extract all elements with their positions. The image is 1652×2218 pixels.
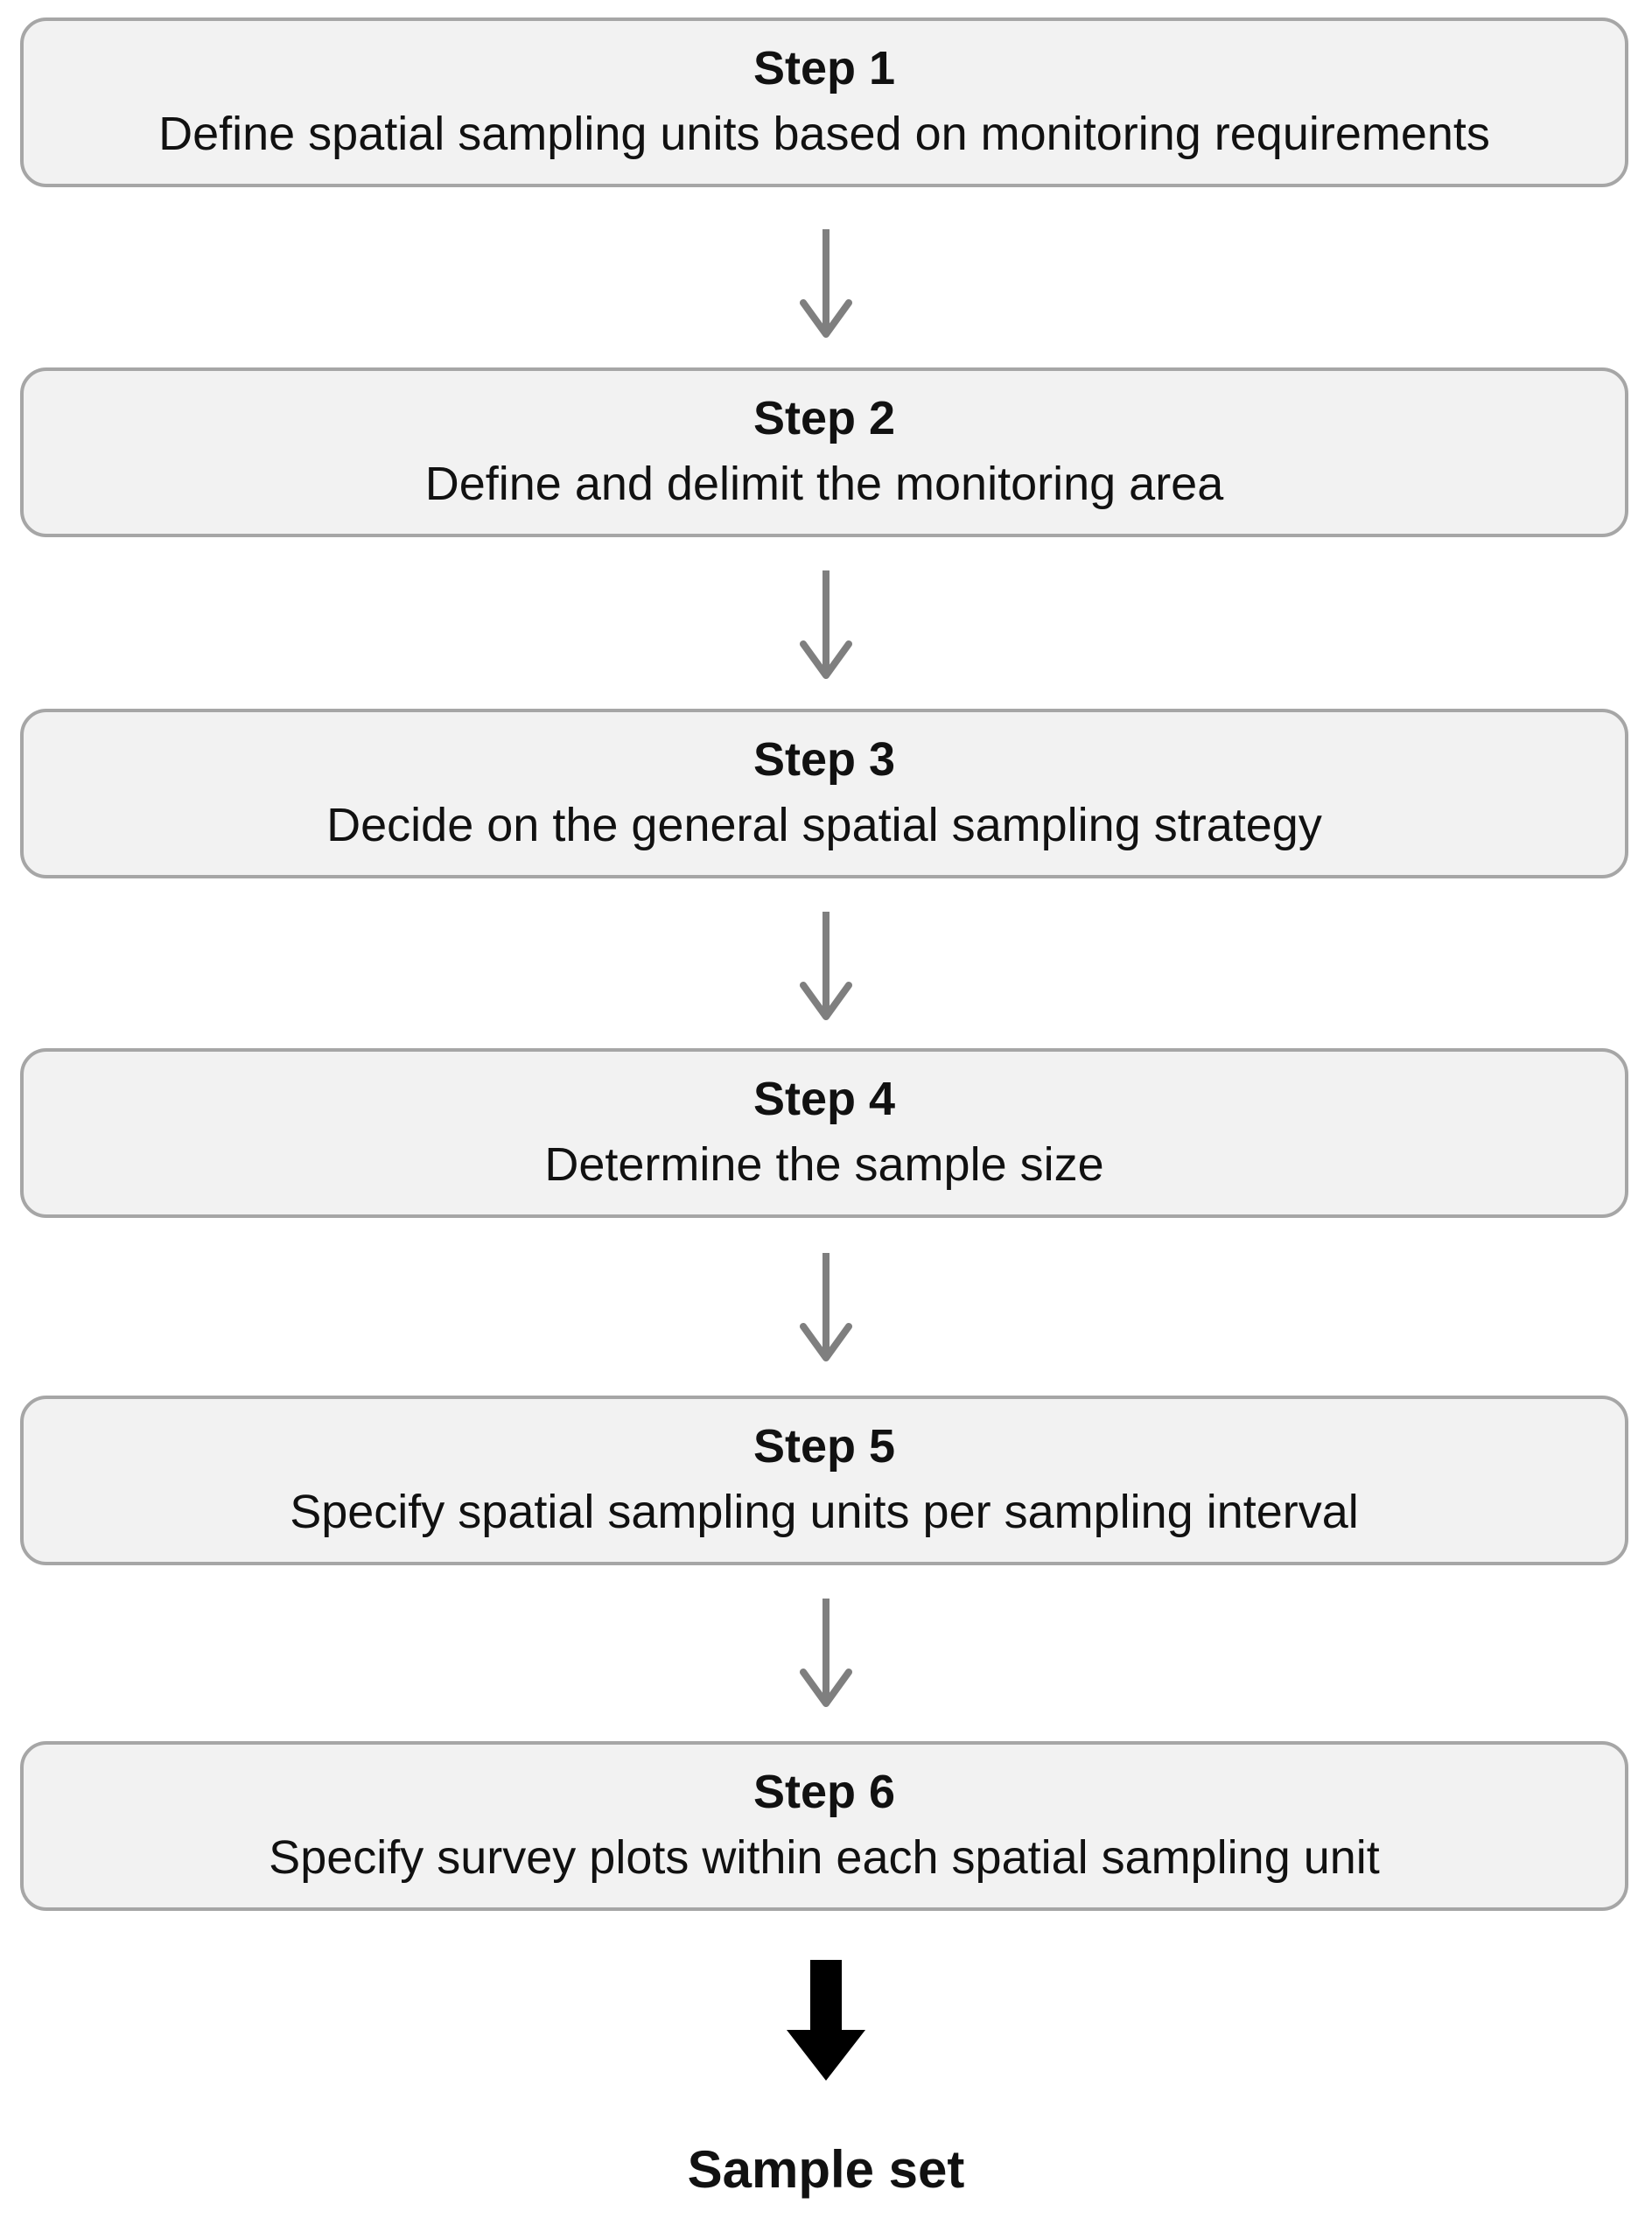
step-4-description: Determine the sample size — [544, 1138, 1104, 1191]
result-label: Sample set — [687, 2140, 965, 2199]
down-arrow-icon — [800, 229, 852, 338]
down-arrow-icon — [800, 912, 852, 1020]
step-1-title: Step 1 — [752, 42, 896, 94]
step-6-box: Step 6 Specify survey plots within each … — [20, 1741, 1628, 1911]
step-5-title: Step 5 — [752, 1420, 896, 1473]
step-6-description: Specify survey plots within each spatial… — [269, 1831, 1380, 1884]
down-arrow-icon — [800, 1599, 852, 1707]
step-4-title: Step 4 — [752, 1073, 896, 1125]
step-1-description: Define spatial sampling units based on m… — [158, 108, 1490, 160]
step-2-box: Step 2 Define and delimit the monitoring… — [20, 367, 1628, 537]
step-3-description: Decide on the general spatial sampling s… — [326, 799, 1322, 851]
step-2-title: Step 2 — [752, 392, 896, 444]
step-3-box: Step 3 Decide on the general spatial sam… — [20, 709, 1628, 878]
down-arrow-icon — [800, 570, 852, 679]
step-1-box: Step 1 Define spatial sampling units bas… — [20, 17, 1628, 187]
down-arrow-icon — [800, 1253, 852, 1361]
bold-down-arrow-icon — [787, 1960, 865, 2081]
step-5-description: Specify spatial sampling units per sampl… — [290, 1486, 1359, 1538]
step-2-description: Define and delimit the monitoring area — [424, 458, 1224, 510]
step-4-box: Step 4 Determine the sample size — [20, 1048, 1628, 1218]
step-3-title: Step 3 — [752, 733, 896, 786]
step-5-box: Step 5 Specify spatial sampling units pe… — [20, 1396, 1628, 1565]
step-6-title: Step 6 — [752, 1766, 896, 1818]
